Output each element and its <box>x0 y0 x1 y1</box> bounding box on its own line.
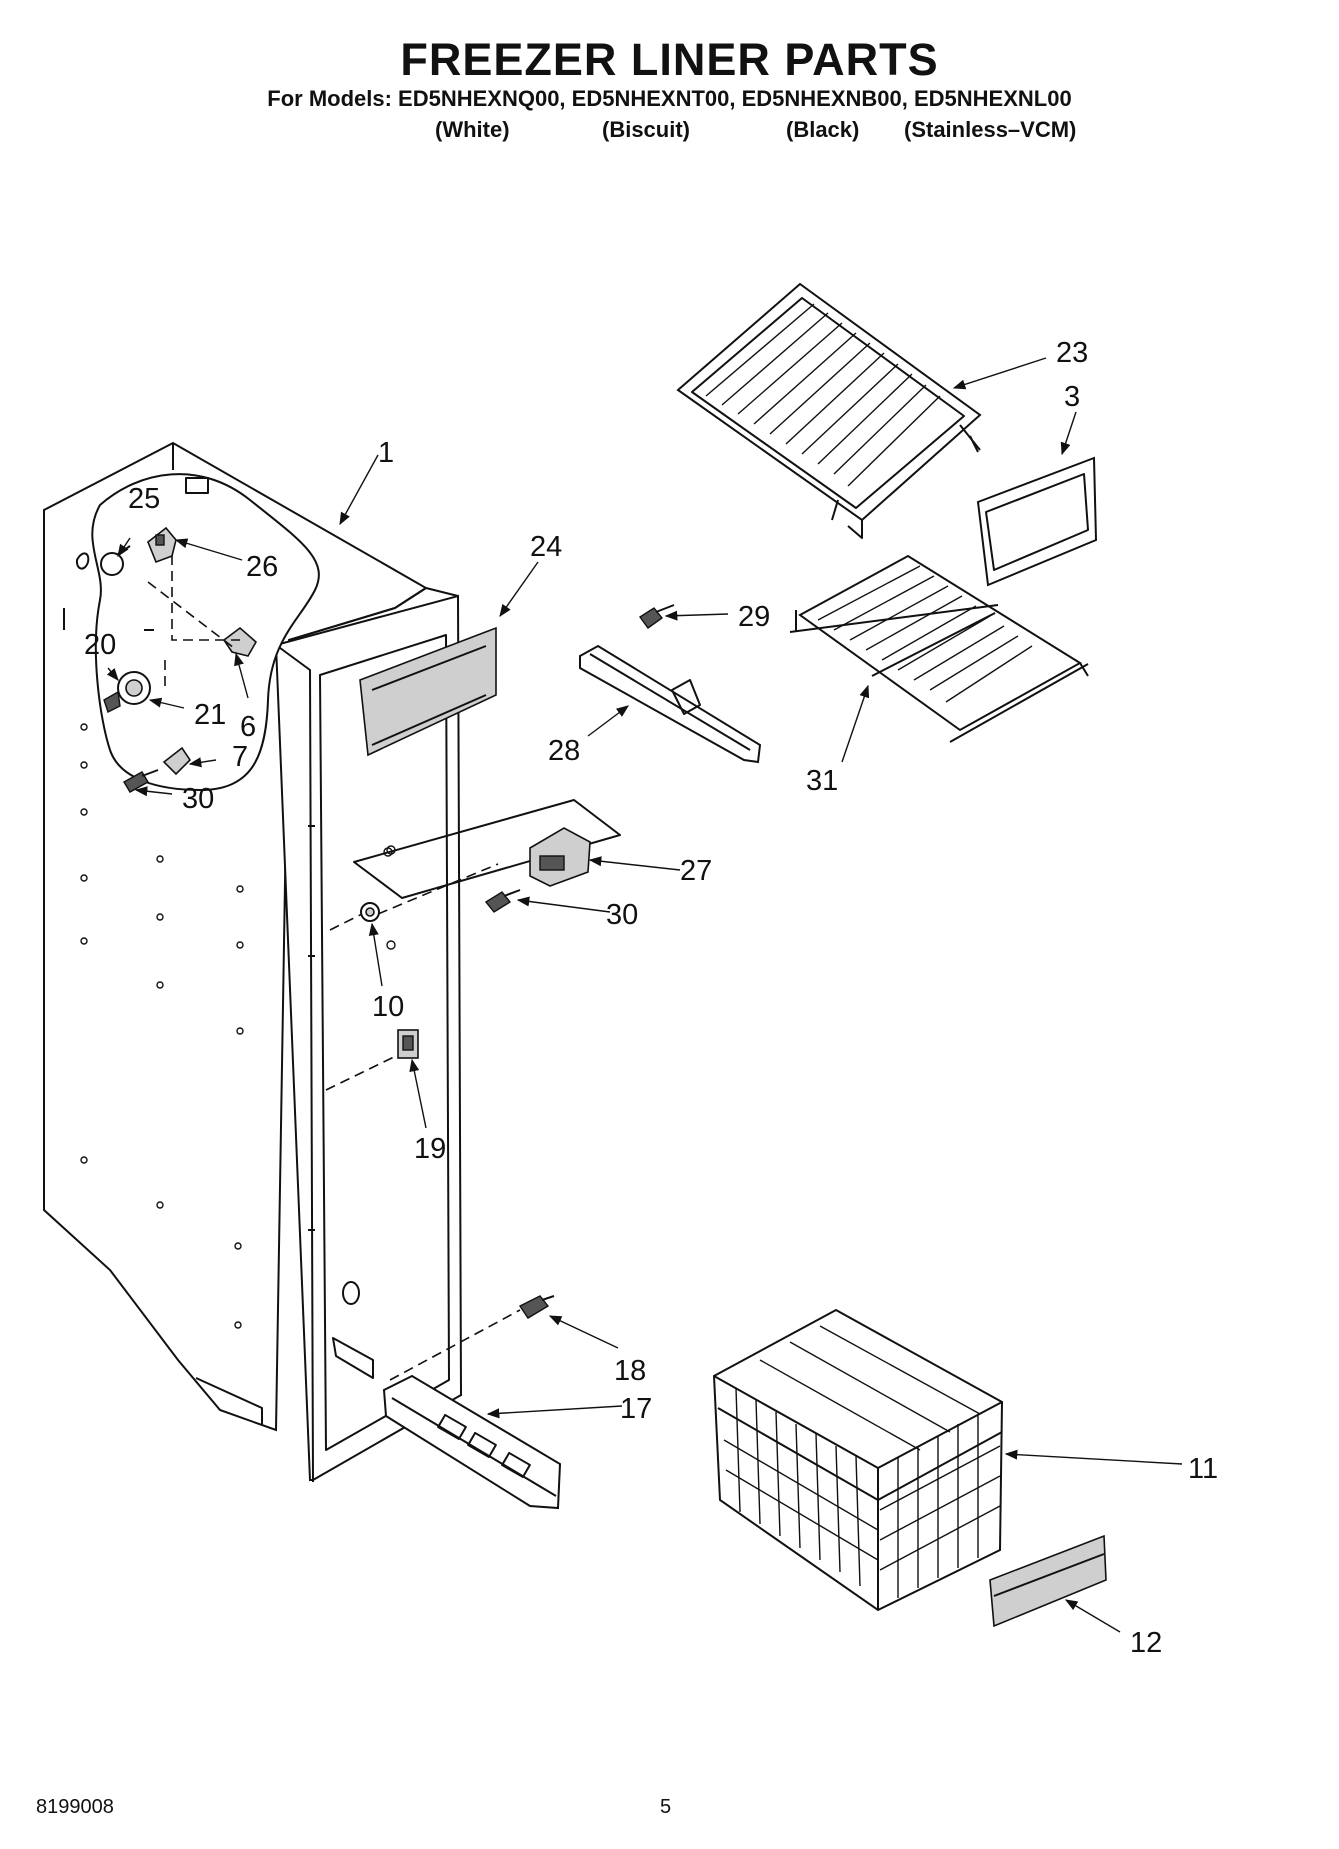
callout-19: 19 <box>414 1133 446 1165</box>
page-number: 5 <box>660 1796 672 1818</box>
screw-30a <box>123 769 159 793</box>
variant-black: (Black) <box>786 117 860 142</box>
variant-white: (White) <box>435 117 510 142</box>
upper-shelf <box>676 282 982 539</box>
light-socket <box>147 526 177 564</box>
callout-21: 21 <box>194 699 226 731</box>
control-housing <box>353 799 621 915</box>
callout-12: 12 <box>1130 1627 1162 1659</box>
plug-button <box>329 902 380 931</box>
callout-31: 31 <box>806 765 838 797</box>
wire-basket <box>712 1308 1004 1612</box>
cutaway-detail <box>63 473 320 792</box>
callout-26: 26 <box>246 551 278 583</box>
part-number: 8199008 <box>36 1796 114 1818</box>
shelf-bracket <box>579 644 762 764</box>
callout-labels: 1 25 26 20 21 6 7 30 24 23 3 29 28 31 27… <box>84 337 1218 1659</box>
callout-1: 1 <box>378 437 394 469</box>
screw-30b <box>484 889 521 913</box>
callout-23: 23 <box>1056 337 1088 369</box>
callout-20: 20 <box>84 629 116 661</box>
wire-shelf <box>789 554 1089 743</box>
callout-arrows <box>106 357 1183 1633</box>
variant-biscuit: (Biscuit) <box>602 117 690 142</box>
callout-24: 24 <box>530 531 562 563</box>
callout-11: 11 <box>1188 1453 1218 1485</box>
callout-17: 17 <box>620 1393 652 1425</box>
bottom-panel <box>382 1374 562 1510</box>
shelf-trim <box>976 456 1098 587</box>
callout-7: 7 <box>232 741 248 773</box>
temperature-control-bracket <box>222 626 258 657</box>
callout-3: 3 <box>1064 381 1080 413</box>
callout-10: 10 <box>372 991 404 1023</box>
page-title: FREEZER LINER PARTS <box>400 34 939 85</box>
screw-18 <box>389 1295 555 1381</box>
callout-6: 6 <box>240 711 256 743</box>
callout-28: 28 <box>548 735 580 767</box>
callout-25: 25 <box>128 483 160 515</box>
side-holes <box>80 723 244 1329</box>
callout-30-mid: 30 <box>606 899 638 931</box>
vent-cover <box>359 626 497 757</box>
screw-29 <box>638 604 675 629</box>
callout-29: 29 <box>738 601 770 633</box>
door-switch <box>325 1029 419 1091</box>
callout-30-top: 30 <box>182 783 214 815</box>
basket-trim <box>989 1534 1107 1628</box>
callout-27: 27 <box>680 855 712 887</box>
thermostat-knob <box>103 671 151 713</box>
variant-stainless: (Stainless–VCM) <box>904 117 1077 142</box>
models-line: For Models: ED5NHEXNQ00, ED5NHEXNT00, ED… <box>267 86 1072 111</box>
callout-18: 18 <box>614 1355 646 1387</box>
